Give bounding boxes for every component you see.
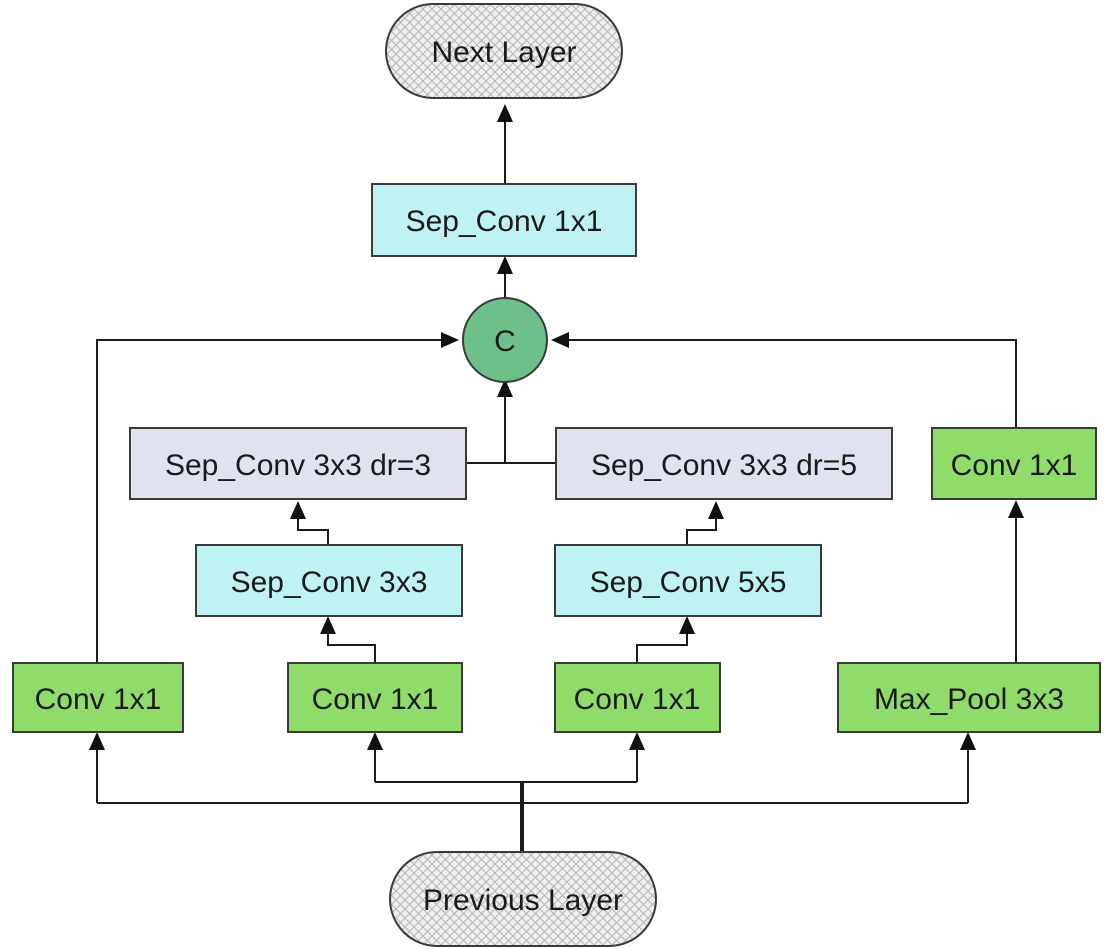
next-layer-node: Next Layer bbox=[385, 3, 623, 99]
previous-layer-label: Previous Layer bbox=[423, 884, 623, 917]
arrow-up-icon bbox=[320, 616, 336, 634]
arrow-up-icon bbox=[960, 732, 976, 750]
sep-conv-1x1-label: Sep_Conv 1x1 bbox=[406, 205, 603, 238]
conv-1x1-top-right-node: Conv 1x1 bbox=[931, 427, 1097, 500]
arrow-up-icon bbox=[1008, 500, 1024, 518]
arrow-up-icon bbox=[679, 616, 695, 634]
concat-node: C bbox=[462, 297, 548, 383]
branch4-to-concat bbox=[566, 339, 1017, 428]
arrow-up-icon bbox=[497, 104, 513, 122]
conv-1x1-branch1-label: Conv 1x1 bbox=[35, 683, 162, 716]
conv-1x1-branch3-node: Conv 1x1 bbox=[554, 662, 721, 733]
sep-conv-1x1-node: Sep_Conv 1x1 bbox=[371, 183, 637, 257]
sep-conv-dr3-label: Sep_Conv 3x3 dr=3 bbox=[165, 449, 431, 482]
branch2-link-a bbox=[327, 632, 376, 663]
branch2-link-b bbox=[297, 517, 329, 545]
max-pool-label: Max_Pool 3x3 bbox=[874, 683, 1064, 716]
sep-conv-dr3-node: Sep_Conv 3x3 dr=3 bbox=[129, 427, 467, 500]
arrow-up-icon bbox=[629, 732, 645, 750]
branch3-link-b bbox=[686, 517, 717, 545]
arrow-right-icon bbox=[441, 332, 459, 348]
sep-conv-5x5-node: Sep_Conv 5x5 bbox=[554, 544, 822, 617]
concat-label: C bbox=[494, 325, 516, 358]
arrow-up-icon bbox=[89, 732, 105, 750]
next-layer-label: Next Layer bbox=[431, 36, 576, 69]
arrow-up-icon bbox=[708, 501, 724, 519]
arrow-left-icon bbox=[551, 332, 569, 348]
previous-layer-node: Previous Layer bbox=[389, 851, 657, 947]
conv-1x1-top-right-label: Conv 1x1 bbox=[951, 449, 1078, 482]
conv-1x1-branch3-label: Conv 1x1 bbox=[574, 683, 701, 716]
arrow-up-icon bbox=[497, 379, 513, 397]
branch1-to-concat bbox=[96, 339, 446, 663]
sep-conv-3x3-node: Sep_Conv 3x3 bbox=[195, 544, 463, 617]
sep-conv-3x3-label: Sep_Conv 3x3 bbox=[231, 566, 428, 599]
conv-1x1-branch1-node: Conv 1x1 bbox=[12, 662, 184, 733]
arrow-up-icon bbox=[367, 732, 383, 750]
conv-1x1-branch2-node: Conv 1x1 bbox=[287, 662, 463, 733]
arrow-up-icon bbox=[290, 501, 306, 519]
connectors bbox=[89, 104, 1024, 852]
sep-conv-dr5-node: Sep_Conv 3x3 dr=5 bbox=[555, 427, 893, 500]
sep-conv-5x5-label: Sep_Conv 5x5 bbox=[590, 566, 787, 599]
sep-conv-dr5-label: Sep_Conv 3x3 dr=5 bbox=[591, 449, 857, 482]
arrow-up-icon bbox=[497, 256, 513, 274]
max-pool-node: Max_Pool 3x3 bbox=[837, 662, 1101, 733]
conv-1x1-branch2-label: Conv 1x1 bbox=[312, 683, 439, 716]
branch3-link-a bbox=[636, 632, 688, 663]
